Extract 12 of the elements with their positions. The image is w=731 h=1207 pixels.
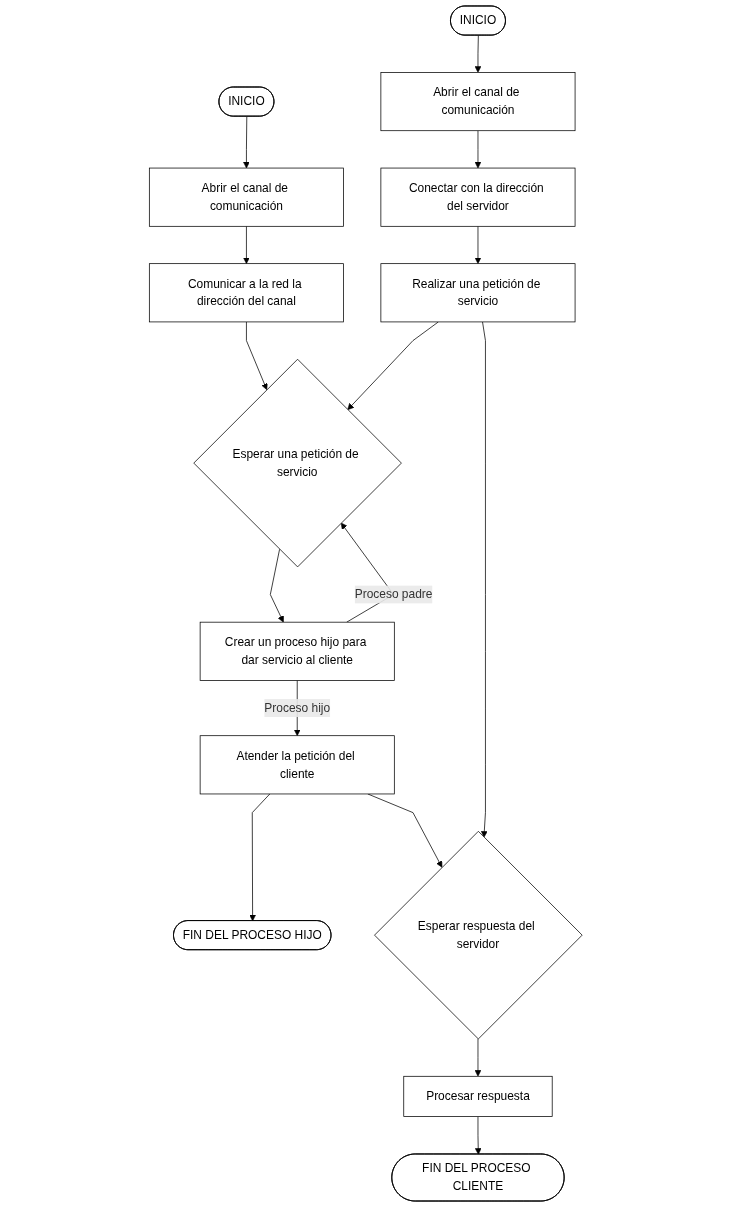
node-box: Procesar respuesta	[403, 1075, 553, 1117]
node-box: Abrir el canal de comunicación	[380, 72, 576, 132]
node-box: Abrir el canal de comunicación	[148, 167, 344, 227]
node-box: Realizar una petición de servicio	[380, 263, 576, 323]
node-box: Atender la petición del cliente	[199, 735, 395, 795]
node-box: Comunicar a la red la dirección del canal	[148, 263, 344, 323]
node-box: Crear un proceso hijo para dar servicio al cliente	[199, 621, 395, 681]
edge-label: Proceso hijo	[264, 701, 330, 715]
node-box: Conectar con la dirección del servidor	[380, 167, 576, 227]
node-diamond: Esperar una petición de servicio	[193, 358, 402, 568]
node-diamond: Esperar respuesta del servidor	[373, 830, 583, 1040]
edge-label: Proceso padre	[354, 587, 433, 601]
